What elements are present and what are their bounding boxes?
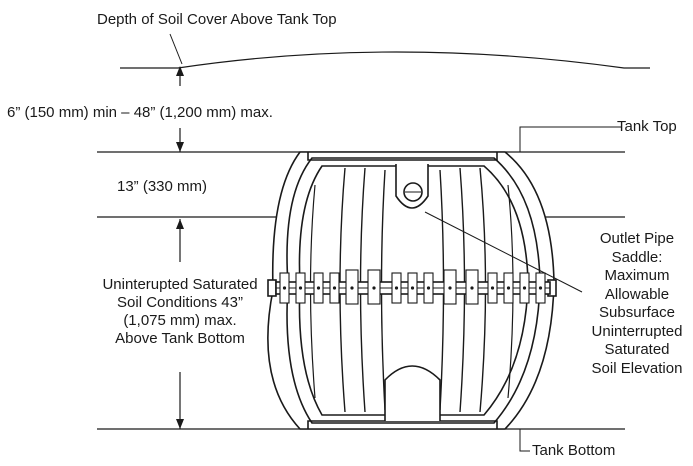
tank-top-leader <box>519 126 622 152</box>
outlet-saddle-leader <box>424 211 583 293</box>
outlet-saddle-line-4: Allowable <box>604 285 670 303</box>
outlet-saddle-line-5: Subsurface <box>599 304 675 321</box>
tank-top-offset-label: 13” (330 mm) <box>117 178 208 195</box>
saturated-soil-line-2: Soil Conditions 43” <box>117 294 243 311</box>
cover-range-label: 6” (150 mm) min – 48” (1,200 mm) max. <box>7 104 273 121</box>
outlet-saddle-line-8: Soil Elevation <box>591 359 683 377</box>
outlet-saddle-line-2: Saddle: <box>611 248 663 266</box>
saturated-dimension <box>176 219 184 429</box>
tank-top-label: Tank Top <box>617 118 677 135</box>
tank-drawing-icon <box>267 151 557 430</box>
outlet-saddle-label: Outlet Pipe Saddle: Maximum Allowable Su… <box>577 230 693 378</box>
ground-surface-line <box>120 51 650 69</box>
outlet-saddle-line-6: Uninterrupted <box>591 322 683 340</box>
cover-leader-line <box>169 33 183 65</box>
outlet-saddle-line-7: Saturated <box>604 341 670 358</box>
saturated-soil-line-4: Above Tank Bottom <box>115 330 245 347</box>
depth-of-cover-label: Depth of Soil Cover Above Tank Top <box>97 11 337 28</box>
tank-bottom-leader <box>519 429 530 452</box>
outlet-saddle-line-3: Maximum <box>604 267 670 284</box>
outlet-saddle-line-1: Outlet Pipe <box>599 230 675 247</box>
saturated-soil-line-3: (1,075 mm) max. <box>123 312 237 329</box>
tank-bottom-label: Tank Bottom <box>532 442 616 459</box>
cover-dimension <box>176 66 184 152</box>
saturated-soil-label: Uninterupted Saturated Soil Conditions 4… <box>56 276 304 348</box>
saturated-soil-line-1: Uninterupted Saturated <box>102 276 258 293</box>
